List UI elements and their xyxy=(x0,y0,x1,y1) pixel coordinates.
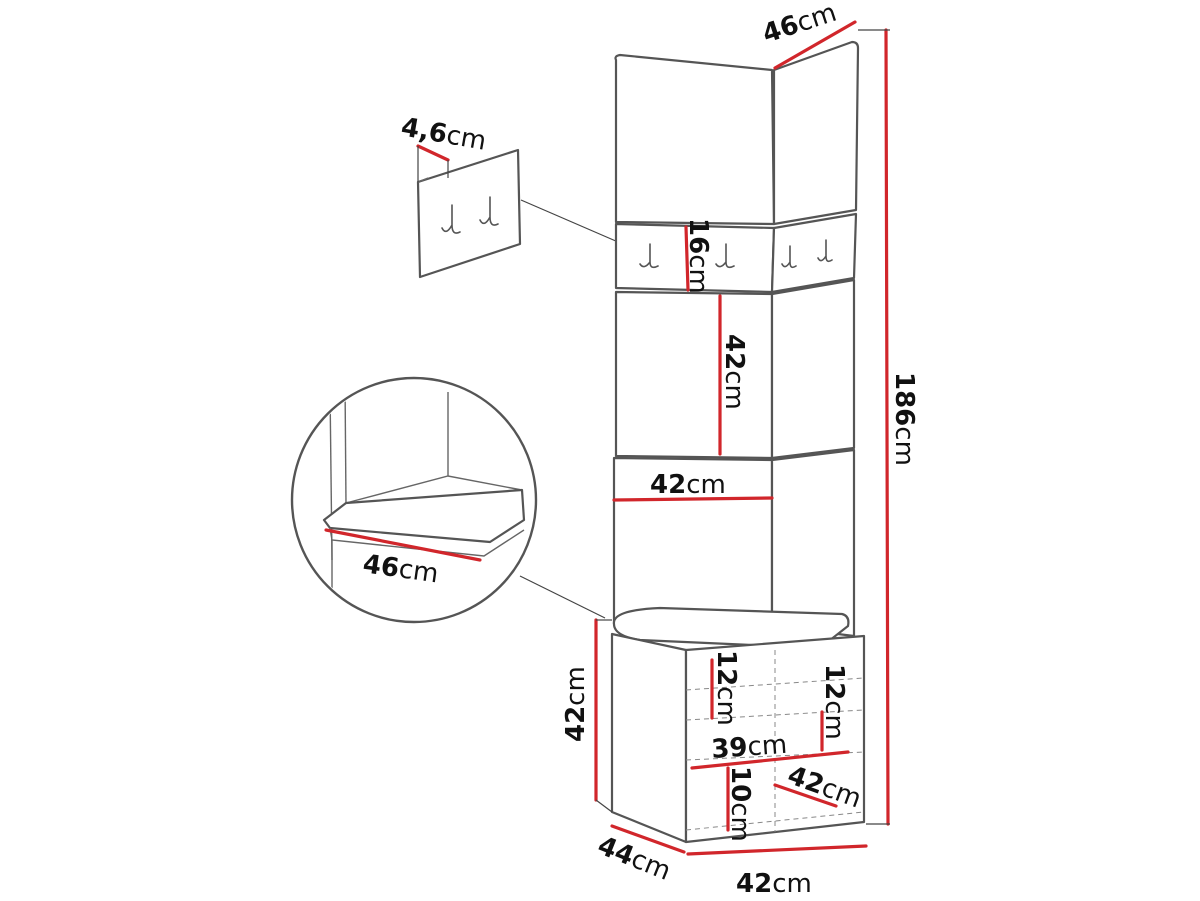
detail-leader-line xyxy=(519,575,606,619)
shelf-upper-left-label: 12cm xyxy=(711,650,741,726)
middle-panel-right xyxy=(770,278,856,460)
seat-depth-dimension-line xyxy=(324,528,482,562)
shelf-width-label: 39cm xyxy=(710,730,788,765)
top-panel-left xyxy=(614,53,776,226)
shelf-width-dimension-line xyxy=(690,750,850,770)
hook-icon xyxy=(817,239,833,263)
panel-width-dimension-line xyxy=(612,496,774,502)
seat-depth-label: 46cm xyxy=(361,549,440,589)
cabinet-depth-label: 44cm xyxy=(593,831,675,887)
shelf-lower-label: 10cm xyxy=(725,766,755,842)
hook-panel-detail xyxy=(416,144,522,279)
hook-icon xyxy=(715,243,735,269)
cabinet-width-label: 42cm xyxy=(736,869,812,899)
hook-icon xyxy=(441,204,461,234)
cabinet-side xyxy=(610,632,688,844)
lower-panel-right xyxy=(770,448,856,638)
hook-row-height-label: 16cm xyxy=(683,218,713,294)
hook-icon xyxy=(781,245,797,269)
cabinet-front xyxy=(684,634,866,844)
panel-width-label: 42cm xyxy=(650,470,726,500)
cabinet-width-dimension-line xyxy=(686,844,868,856)
total-height-dimension-line xyxy=(884,28,890,826)
cabinet-height-label: 42cm xyxy=(561,666,591,742)
inner-depth-dimension-line xyxy=(773,783,838,808)
corner-wardrobe xyxy=(610,40,866,844)
top-depth-dimension-line xyxy=(773,20,857,70)
seat-detail xyxy=(290,376,538,624)
seat-cushion xyxy=(612,606,850,650)
thickness-dimension-line xyxy=(416,144,450,162)
hook-icon xyxy=(479,196,499,226)
detail-leader-line xyxy=(520,199,626,246)
total-height-label: 186cm xyxy=(889,372,919,466)
hook-row-height-dimension-line xyxy=(684,225,690,292)
cabinet-depth-dimension-line xyxy=(610,824,686,854)
shelf-upper-right-label: 12cm xyxy=(819,664,849,740)
top-depth-label: 46cm xyxy=(759,0,840,50)
hook-panel-thickness-label: 4,6cm xyxy=(399,112,489,156)
hook-icon xyxy=(639,243,659,269)
top-panel-right xyxy=(772,40,860,226)
panel-height-label: 42cm xyxy=(719,334,749,410)
hook-row-right xyxy=(770,212,858,294)
